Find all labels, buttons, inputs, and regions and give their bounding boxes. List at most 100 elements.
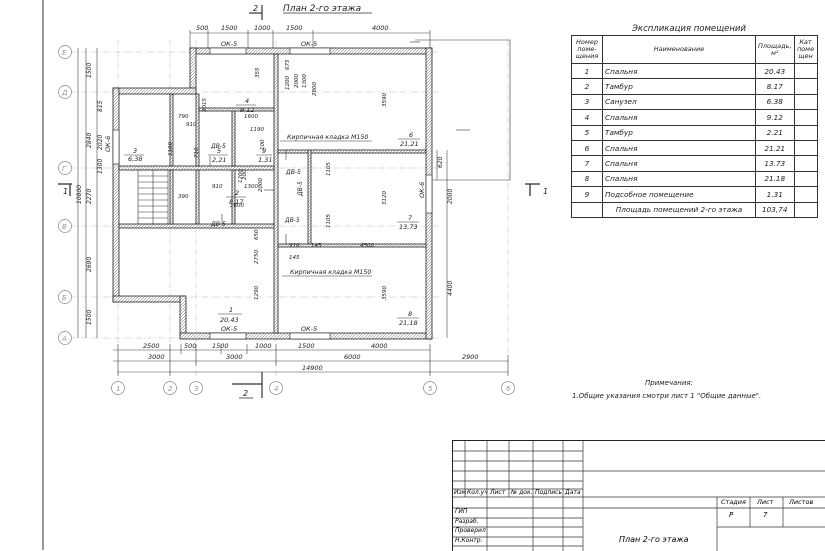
- section-mark-top: 2: [253, 4, 258, 13]
- svg-text:1300: 1300: [302, 74, 308, 88]
- door-label: ДВ-5: [210, 143, 226, 150]
- axis-markers-bottom: 1 2 3 4 5 6: [111, 381, 515, 395]
- section-cut-2-bottom: [232, 372, 263, 398]
- interior-dimensions: 355 675 1200 2000 1300 2800 3590 790 910…: [168, 59, 388, 300]
- stamp-role: ГИП: [455, 508, 468, 515]
- room-number: 7: [408, 214, 413, 222]
- window-label: ОК-6: [418, 182, 426, 198]
- room-area: 21,21: [400, 140, 419, 148]
- svg-text:3000: 3000: [226, 353, 243, 361]
- stamp-sheet-label: Лист: [757, 498, 774, 506]
- room-area: 2,21: [212, 156, 226, 164]
- stamp-stage-value: Р: [729, 511, 734, 519]
- svg-text:1500: 1500: [86, 310, 93, 325]
- window-openings: [112, 47, 433, 340]
- stamp-col-date: Дата: [565, 489, 581, 496]
- svg-text:2000: 2000: [447, 189, 454, 204]
- room-area: 13,73: [399, 223, 418, 231]
- svg-text:1200: 1200: [285, 76, 291, 90]
- brick-note: Кирпичная кладка М150: [290, 269, 371, 276]
- room-area: 6,38: [128, 155, 142, 163]
- svg-text:Г: Г: [62, 165, 67, 173]
- room-number: 9: [262, 147, 266, 155]
- svg-text:1500: 1500: [221, 24, 238, 32]
- svg-text:710: 710: [194, 147, 200, 158]
- svg-text:1600: 1600: [230, 203, 244, 209]
- svg-text:815: 815: [97, 100, 104, 112]
- svg-text:10800: 10800: [76, 185, 83, 204]
- window-label: ОК-5: [301, 325, 317, 333]
- stamp-col-izm: Изм: [454, 489, 467, 496]
- notes-text: 1.Общие указания смотри лист 1 "Общие да…: [572, 392, 761, 400]
- svg-text:2270: 2270: [86, 189, 93, 204]
- svg-text:145: 145: [289, 255, 300, 261]
- svg-text:6: 6: [506, 385, 511, 393]
- door-label: ДВ-5: [284, 217, 300, 224]
- section-cut-1: [58, 183, 540, 196]
- window-label: ОК-5: [221, 325, 237, 333]
- svg-text:2000: 2000: [258, 178, 264, 192]
- svg-text:4: 4: [274, 385, 278, 393]
- svg-text:390: 390: [178, 194, 189, 200]
- svg-text:650: 650: [254, 229, 260, 240]
- svg-text:3590: 3590: [382, 286, 388, 300]
- svg-text:675: 675: [285, 59, 291, 70]
- svg-text:1500: 1500: [298, 342, 315, 350]
- svg-text:3000: 3000: [148, 353, 165, 361]
- plan-title: План 2-го этажа: [283, 4, 361, 14]
- stamp-role: Н.Контр.: [455, 537, 483, 544]
- svg-text:В: В: [62, 223, 67, 231]
- roof-outline: [415, 39, 511, 181]
- svg-text:1105: 1105: [326, 214, 332, 228]
- room-number: 5: [217, 147, 221, 155]
- svg-text:790: 790: [178, 114, 189, 120]
- svg-text:А: А: [61, 335, 67, 343]
- room-number: 2: [235, 189, 239, 197]
- window-label: ОК-5: [301, 40, 317, 48]
- svg-text:1100: 1100: [168, 142, 174, 156]
- svg-text:14900: 14900: [302, 364, 323, 372]
- stamp-sheet-value: 7: [763, 511, 768, 519]
- dimensions-left: [77, 48, 98, 338]
- title-block: Изм Кол.уч Лист № док. Подпись Дата ГИП …: [452, 440, 825, 551]
- room-number: 4: [245, 97, 249, 105]
- stamp-sheets-label: Листов: [789, 498, 814, 506]
- svg-text:1105: 1105: [326, 162, 332, 176]
- room-area: 20,43: [220, 316, 239, 324]
- axis-markers-left: Е Д Г В Б А: [58, 45, 72, 345]
- stamp-col-doc: № док.: [511, 489, 533, 496]
- svg-text:4000: 4000: [372, 24, 389, 32]
- svg-text:200: 200: [242, 169, 248, 180]
- svg-text:3590: 3590: [382, 93, 388, 107]
- room-number: 6: [409, 131, 413, 139]
- svg-text:2840: 2840: [86, 133, 93, 148]
- svg-text:5: 5: [428, 385, 433, 393]
- door-label: ДВ-5: [285, 169, 301, 176]
- brick-note: Кирпичная кладка М150: [287, 134, 368, 141]
- window-label: ОК-6: [104, 136, 112, 152]
- svg-text:910: 910: [212, 184, 223, 190]
- room-area: 8,17: [229, 198, 244, 206]
- stamp-role: Проверил: [455, 527, 486, 534]
- svg-text:4000: 4000: [371, 342, 388, 350]
- svg-text:2750: 2750: [254, 250, 260, 264]
- room-number: 8: [408, 310, 412, 318]
- doors: [209, 150, 287, 244]
- stamp-role: Разраб.: [455, 518, 479, 525]
- svg-text:2690: 2690: [86, 257, 93, 272]
- explication-table: Номер поме- щения Наименование Площадь, …: [571, 35, 818, 218]
- room-number: 1: [229, 306, 233, 314]
- header-name: Наименование: [602, 35, 756, 64]
- door-label: ДВ-5: [297, 181, 304, 197]
- svg-text:Е: Е: [62, 49, 67, 57]
- stairs: [137, 169, 169, 225]
- svg-text:1290: 1290: [254, 286, 260, 300]
